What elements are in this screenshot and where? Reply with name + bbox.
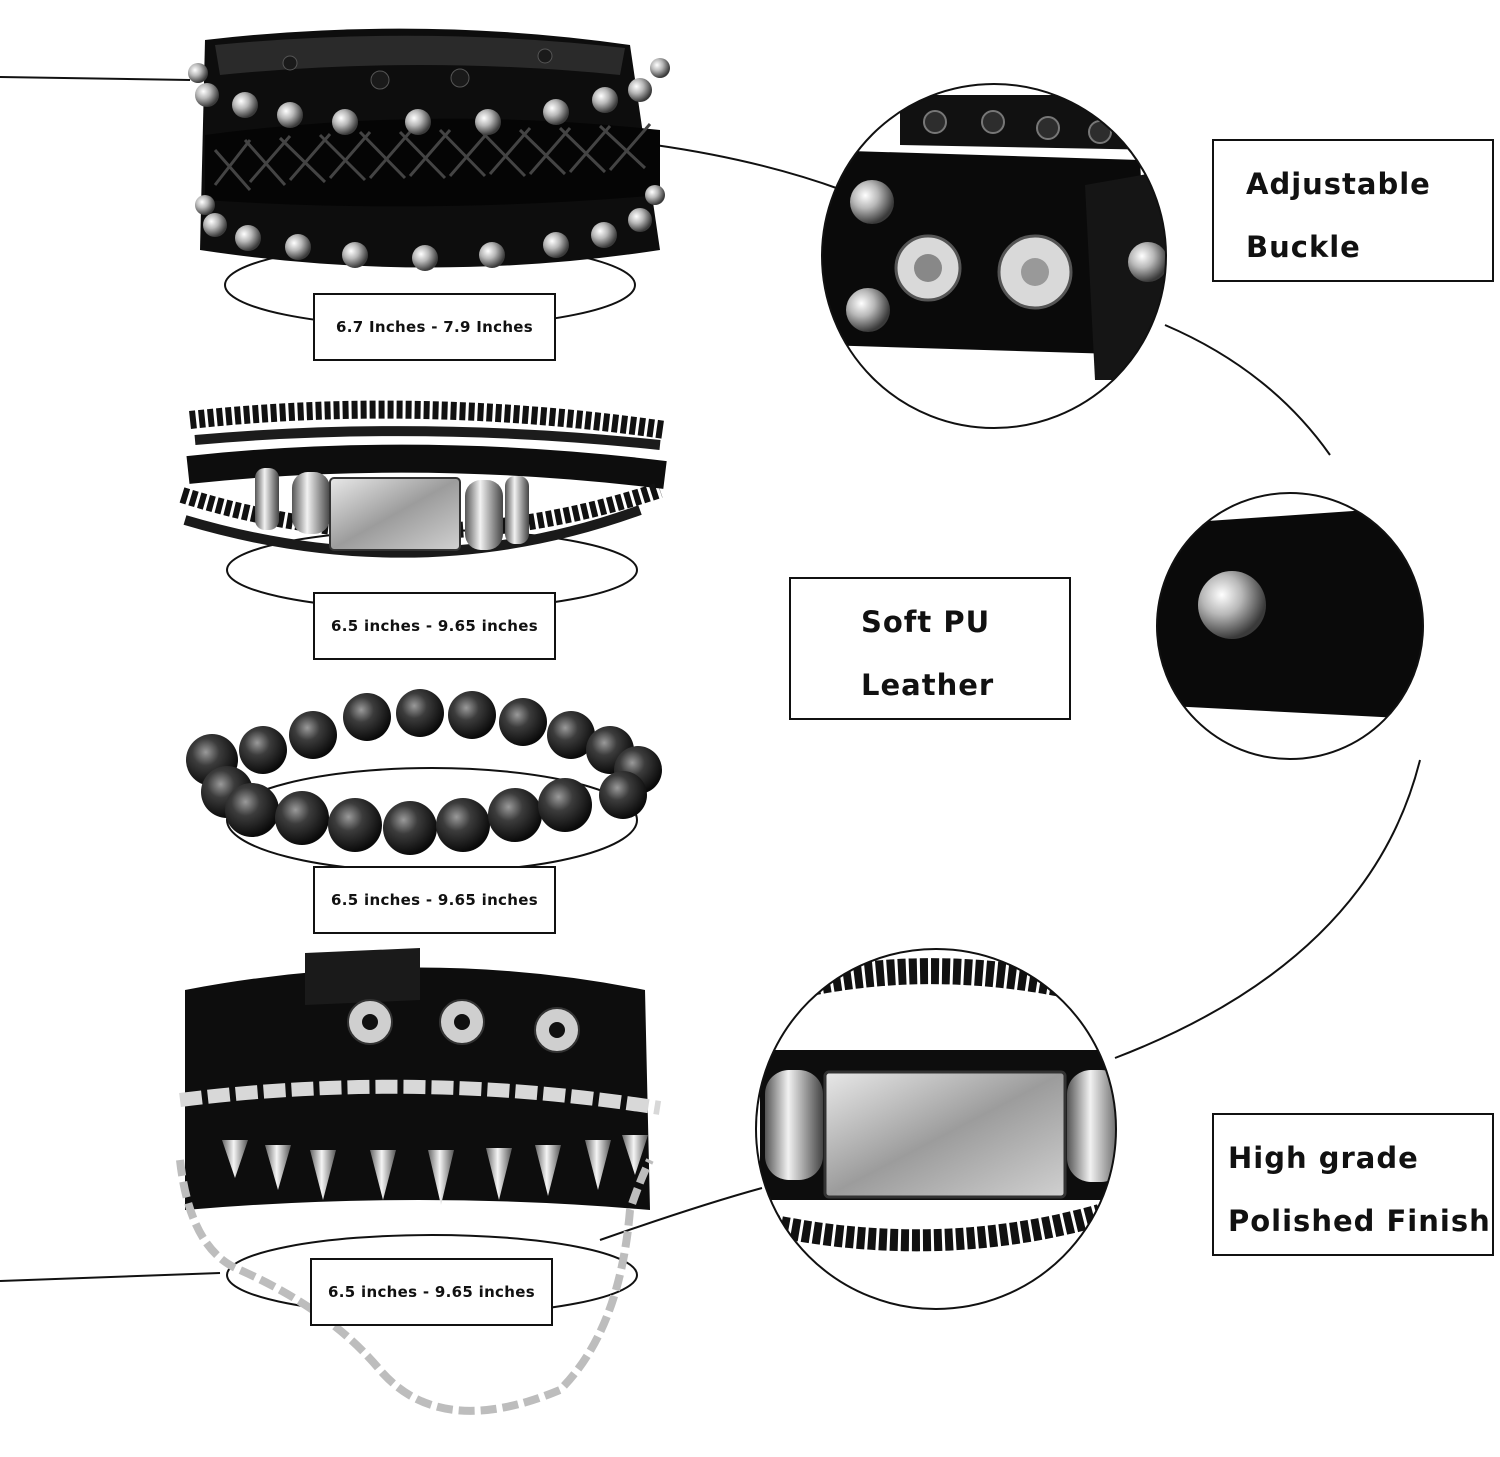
feature-finish-line2: Polished Finish (1228, 1204, 1491, 1238)
buckle-detail-circle (821, 83, 1167, 429)
spike-chain-cuff (176, 948, 662, 1415)
leather-detail-circle (1156, 492, 1424, 760)
size-label-bracelet-1: 6.7 Inches - 7.9 Inches (313, 293, 556, 361)
callout-lines (0, 76, 1421, 1282)
feature-finish-line1: High grade (1228, 1141, 1419, 1175)
feature-soft-pu-leather: Soft PU Leather (789, 577, 1071, 720)
feature-leather-line1: Soft PU (861, 605, 991, 639)
size-label-bracelet-2: 6.5 inches - 9.65 inches (313, 592, 556, 660)
braided-plate-bracelet (179, 400, 667, 611)
studded-leather-cuff (188, 28, 670, 328)
size-label-bracelet-3: 6.5 inches - 9.65 inches (313, 866, 556, 934)
feature-leather-line2: Leather (861, 668, 995, 702)
bead-bracelet (186, 689, 662, 873)
size-label-bracelet-4: 6.5 inches - 9.65 inches (310, 1258, 553, 1326)
feature-adjustable-line1: Adjustable (1246, 167, 1431, 201)
feature-polished-finish: High grade Polished Finish (1212, 1113, 1494, 1256)
feature-adjustable-buckle: Adjustable Buckle (1212, 139, 1494, 282)
plate-detail-circle (755, 948, 1117, 1310)
feature-adjustable-line2: Buckle (1246, 230, 1361, 264)
